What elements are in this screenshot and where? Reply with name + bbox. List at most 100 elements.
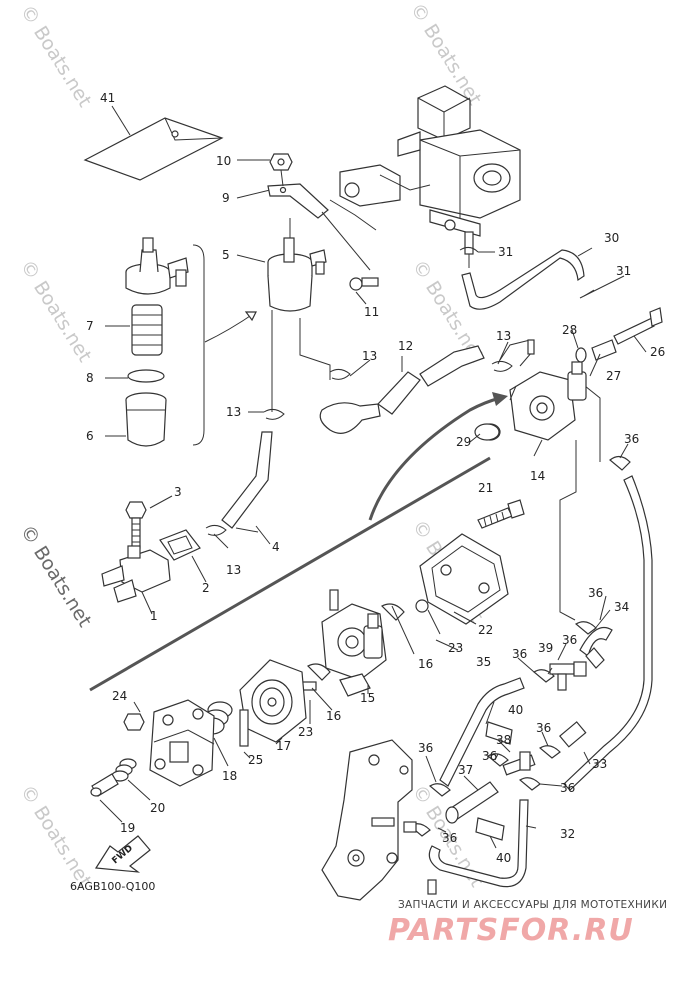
callout-16: 16 bbox=[418, 657, 433, 671]
callout-36: 36 bbox=[588, 586, 603, 600]
fwd-arrow: FWD bbox=[94, 835, 151, 873]
callout-7: 7 bbox=[86, 319, 94, 333]
part-1-fuel-joint bbox=[101, 545, 171, 615]
diagram-code: 6AGB100-Q100 bbox=[70, 880, 155, 893]
callout-13: 13 bbox=[496, 329, 511, 343]
part-10-nut bbox=[269, 153, 293, 171]
callout-27: 27 bbox=[606, 369, 621, 383]
callout-14: 14 bbox=[530, 469, 545, 483]
callout-23: 23 bbox=[448, 641, 463, 655]
callout-22: 22 bbox=[478, 623, 493, 637]
leaders-left bbox=[105, 159, 271, 437]
part-21-screw bbox=[477, 499, 525, 529]
part-26-28-bolt-stack bbox=[575, 307, 663, 363]
callout-29: 29 bbox=[456, 435, 471, 449]
callout-21: 21 bbox=[478, 481, 493, 495]
part-9-bracket bbox=[267, 169, 329, 219]
watermark: © Boats.net bbox=[16, 521, 96, 631]
callout-26: 26 bbox=[650, 345, 665, 359]
part-35-hose bbox=[439, 677, 525, 787]
callout-11: 11 bbox=[364, 305, 379, 319]
callout-37: 37 bbox=[458, 763, 473, 777]
part-12-hose bbox=[319, 345, 485, 434]
brand-name: PARTSFOR.RU bbox=[388, 913, 634, 948]
callout-9: 9 bbox=[222, 191, 230, 205]
part-32-hose bbox=[428, 799, 529, 888]
callout-4: 4 bbox=[272, 540, 280, 554]
callout-3: 3 bbox=[174, 485, 182, 499]
callout-13: 13 bbox=[226, 405, 241, 419]
callout-28: 28 bbox=[562, 323, 577, 337]
callout-30: 30 bbox=[604, 231, 619, 245]
part-19-valve bbox=[90, 773, 119, 797]
callout-34: 34 bbox=[614, 600, 629, 614]
fuel-filter-exploded bbox=[125, 237, 257, 447]
part-37-hose bbox=[445, 781, 499, 824]
watermark: © Boats.net bbox=[16, 1, 96, 111]
callout-12: 12 bbox=[398, 339, 413, 353]
part-20-spring bbox=[111, 758, 137, 782]
brand-tagline: ЗАПЧАСТИ И АКСЕССУАРЫ ДЛЯ МОТОТЕХНИКИ bbox=[398, 899, 667, 911]
callout-17: 17 bbox=[276, 739, 291, 753]
callout-20: 20 bbox=[150, 801, 165, 815]
callout-40: 40 bbox=[496, 851, 511, 865]
callout-24: 24 bbox=[112, 689, 127, 703]
callout-13: 13 bbox=[226, 563, 241, 577]
callout-23: 23 bbox=[298, 725, 313, 739]
part-14-fuel-pump bbox=[479, 339, 587, 441]
exploded-arrow-lines bbox=[89, 392, 508, 692]
callout-31: 31 bbox=[498, 245, 513, 259]
callout-25: 25 bbox=[248, 753, 263, 767]
callout-36: 36 bbox=[624, 432, 639, 446]
callout-13: 13 bbox=[362, 349, 377, 363]
callout-41: 41 bbox=[100, 91, 115, 105]
callout-39: 39 bbox=[538, 641, 553, 655]
watermark: © Boats.net bbox=[16, 781, 96, 891]
part-22-gasket bbox=[419, 533, 509, 625]
engine-bracket bbox=[321, 739, 437, 901]
part-34-hose bbox=[579, 626, 613, 669]
callout-36: 36 bbox=[442, 831, 457, 845]
callout-36: 36 bbox=[512, 647, 527, 661]
callout-36: 36 bbox=[562, 633, 577, 647]
callout-36: 36 bbox=[560, 781, 575, 795]
part-11-screw bbox=[349, 277, 379, 305]
callout-36: 36 bbox=[482, 749, 497, 763]
callout-labels: 41 10 9 5 7 8 6 31 30 11 31 13 28 26 12 … bbox=[86, 91, 665, 865]
callout-15: 15 bbox=[360, 691, 375, 705]
callout-31: 31 bbox=[616, 264, 631, 278]
part-39-t-joint bbox=[549, 661, 587, 691]
callout-8: 8 bbox=[86, 371, 94, 385]
part-16-clips bbox=[306, 603, 405, 681]
callout-10: 10 bbox=[216, 154, 231, 168]
part-40-clamps bbox=[475, 721, 513, 841]
callout-36: 36 bbox=[418, 741, 433, 755]
callout-40: 40 bbox=[508, 703, 523, 717]
callout-38: 38 bbox=[496, 733, 511, 747]
callout-32: 32 bbox=[560, 827, 575, 841]
part-30-hose bbox=[461, 247, 595, 310]
part-25-pin bbox=[239, 709, 249, 747]
brand-block: ЗАПЧАСТИ И АКСЕССУАРЫ ДЛЯ МОТОТЕХНИКИ PA… bbox=[388, 899, 667, 948]
part-33-hose bbox=[558, 475, 653, 791]
pump-cover bbox=[149, 699, 215, 787]
dashed-connections bbox=[271, 211, 601, 621]
part-24-nut bbox=[123, 713, 145, 731]
callout-6: 6 bbox=[86, 429, 94, 443]
part-17-diaphragm bbox=[239, 659, 307, 743]
leader-lines bbox=[99, 275, 647, 849]
callout-1: 1 bbox=[150, 609, 158, 623]
part-4-hose bbox=[221, 431, 273, 533]
part-29-oring bbox=[474, 423, 500, 441]
part-13-clips bbox=[205, 360, 513, 536]
part-15-pump-body bbox=[321, 589, 387, 697]
callout-35: 35 bbox=[476, 655, 491, 669]
callout-19: 19 bbox=[120, 821, 135, 835]
part-5-fuel-filter bbox=[267, 218, 327, 312]
part-31-clip bbox=[459, 246, 495, 253]
part-2-gasket bbox=[159, 529, 207, 583]
callout-2: 2 bbox=[202, 581, 210, 595]
watermark: © Boats.net bbox=[16, 256, 96, 366]
callout-33: 33 bbox=[592, 757, 607, 771]
